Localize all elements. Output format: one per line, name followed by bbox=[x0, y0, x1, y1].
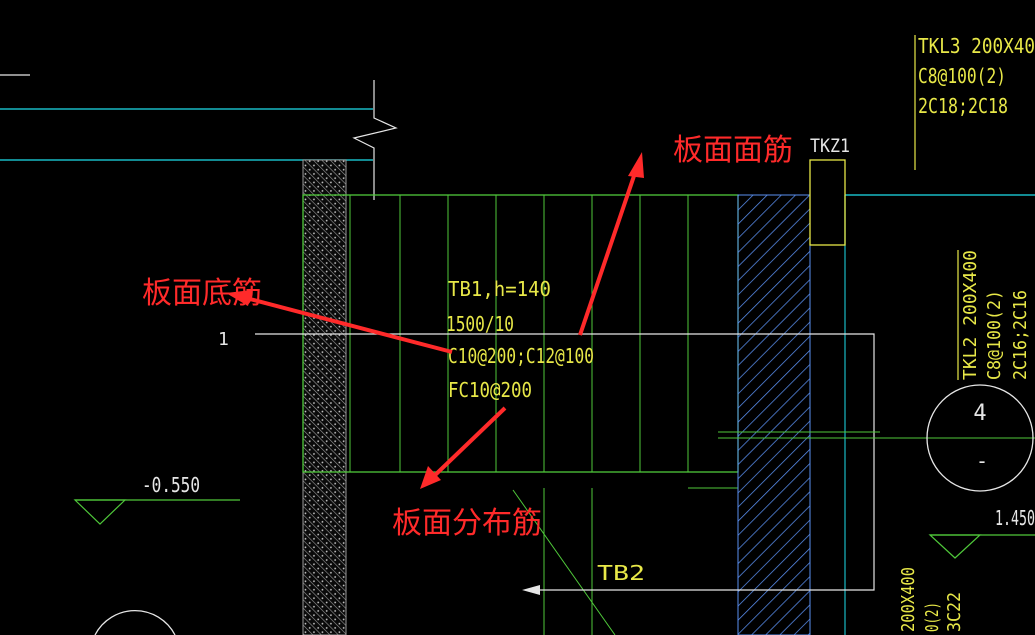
annotation-top-bar: 板面面筋 bbox=[673, 133, 793, 168]
tkl2-line2: C8@100(2) bbox=[984, 290, 1005, 380]
tkz1-column bbox=[809, 159, 846, 246]
axis-cross-lines bbox=[718, 431, 1035, 439]
tkz1-label: TKZ1 bbox=[810, 135, 850, 157]
arrow-distribution-bar bbox=[430, 406, 507, 480]
elevation-left-text: -0.550 bbox=[142, 473, 200, 497]
slab-rebar: C10@200;C12@100 bbox=[448, 344, 594, 368]
annotation-arrows bbox=[226, 152, 644, 489]
lower-right-line3: 3C22 bbox=[944, 592, 965, 632]
axis-bubble-bottom-text: - bbox=[976, 449, 988, 473]
arrow-distribution-bar-head bbox=[420, 466, 441, 489]
elevation-right-triangle bbox=[928, 534, 982, 559]
arrow-bottom-bar-head bbox=[226, 290, 252, 306]
break-line-symbol bbox=[352, 80, 398, 200]
bottom-left-arc bbox=[94, 609, 176, 635]
lower-right-line1: 200X400 bbox=[898, 567, 919, 632]
beam-hatch bbox=[737, 194, 811, 635]
left-tick-text: 1 bbox=[218, 329, 229, 350]
elevation-right-text: 1.450 bbox=[995, 506, 1035, 530]
slab-dims: 1500/10 bbox=[446, 312, 514, 336]
slab-distribution: FC10@200 bbox=[448, 378, 532, 402]
left-wall-hatch bbox=[302, 159, 347, 635]
axis-bubble-top-text: 4 bbox=[973, 401, 986, 426]
lower-right-line2: 0(2) bbox=[922, 602, 943, 632]
lower-stair-lines bbox=[512, 472, 739, 635]
annotation-distribution-bar: 板面分布筋 bbox=[392, 506, 542, 541]
tkl2-label: TKL2 200X400 C8@100(2) 2C16;2C16 bbox=[960, 250, 1031, 380]
tkl2-line1: TKL2 200X400 bbox=[960, 250, 981, 380]
arrow-top-bar bbox=[578, 169, 638, 336]
arrow-bottom-bar bbox=[245, 296, 453, 354]
slab-label-b2: TB2 bbox=[597, 561, 645, 585]
tkl3-line2: C8@100(2) bbox=[918, 64, 1006, 88]
slab-label: TB1,h=140 bbox=[448, 277, 551, 301]
arrow-top-bar-head bbox=[628, 152, 644, 178]
tkl2-line3: 2C16;2C16 bbox=[1010, 290, 1031, 380]
elevation-left-triangle bbox=[73, 499, 127, 525]
axis-bubble bbox=[926, 384, 1034, 492]
section-arrow bbox=[522, 585, 540, 595]
section-line bbox=[255, 333, 875, 591]
tkl3-line1: TKL3 200X40 bbox=[918, 34, 1035, 58]
annotation-bottom-bar: 板面底筋 bbox=[142, 276, 262, 311]
tkl3-line3: 2C18;2C18 bbox=[918, 94, 1008, 118]
lower-right-beam-label: 200X400 0(2) 3C22 bbox=[898, 567, 965, 632]
